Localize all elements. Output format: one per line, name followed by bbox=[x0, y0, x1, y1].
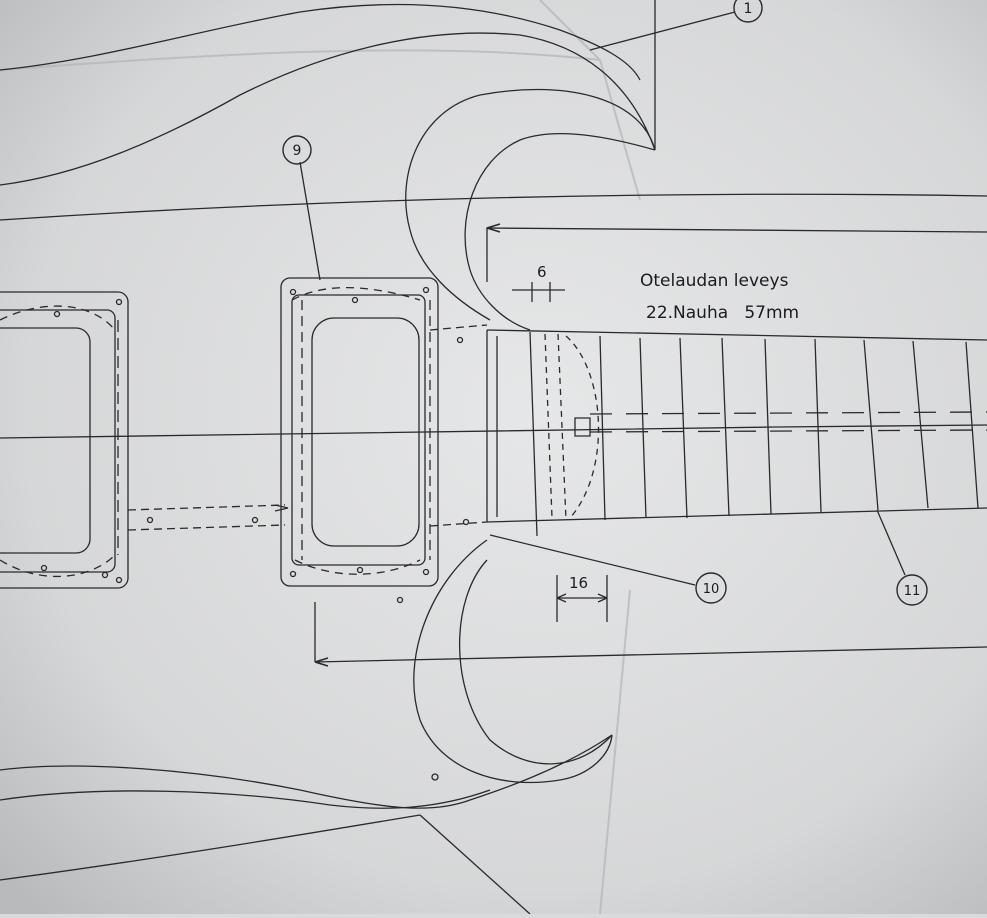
callout-leader-10 bbox=[489, 534, 696, 586]
body-outline-top-outer bbox=[0, 32, 656, 186]
neck-pickup-ring bbox=[0, 291, 129, 589]
body-outline-bottom-outer bbox=[0, 734, 613, 809]
body-outline-top-inner bbox=[0, 3, 641, 81]
dimension-label-6: 6 bbox=[537, 263, 547, 281]
callout-leader-1 bbox=[589, 11, 736, 51]
dim-marker-bottom bbox=[556, 575, 608, 622]
callout-label-9: 9 bbox=[293, 143, 302, 159]
callout-circle-11 bbox=[896, 574, 928, 606]
dimension-label-16: 16 bbox=[569, 574, 588, 592]
body-edge-line bbox=[0, 193, 987, 221]
callout-leader-11 bbox=[876, 509, 906, 576]
callout-circle-10 bbox=[695, 572, 727, 604]
upper-horn-inner bbox=[405, 88, 656, 321]
paper-folds bbox=[0, 0, 641, 915]
dim-marker-top bbox=[512, 282, 565, 302]
lower-horizontal-line bbox=[314, 646, 987, 663]
top-arrowhead bbox=[486, 223, 501, 233]
callout-circle-1 bbox=[733, 0, 763, 23]
upper-horn-outer bbox=[464, 133, 656, 331]
callout-leader-9 bbox=[299, 161, 321, 281]
callout-label-11: 11 bbox=[904, 584, 921, 599]
fretboard-width-value: 22.Nauha 57mm bbox=[646, 303, 799, 323]
callout-label-10: 10 bbox=[703, 582, 720, 597]
lower-horn-inner bbox=[459, 559, 613, 765]
bottom-edge-line bbox=[0, 814, 421, 881]
fretboard bbox=[486, 329, 987, 537]
lower-horn-outer bbox=[413, 539, 613, 784]
strap-hole bbox=[431, 773, 439, 781]
bottom-leader-line bbox=[419, 814, 531, 915]
callout-label-1: 1 bbox=[744, 1, 753, 17]
fretboard-width-title: Otelaudan leveys bbox=[640, 271, 789, 291]
bridge-pickup-ring bbox=[280, 277, 488, 604]
callout-circle-9 bbox=[282, 135, 312, 165]
bottom-arrowhead bbox=[314, 657, 329, 667]
pickup-channel bbox=[127, 504, 289, 531]
body-outline-bottom-inner bbox=[0, 789, 491, 809]
